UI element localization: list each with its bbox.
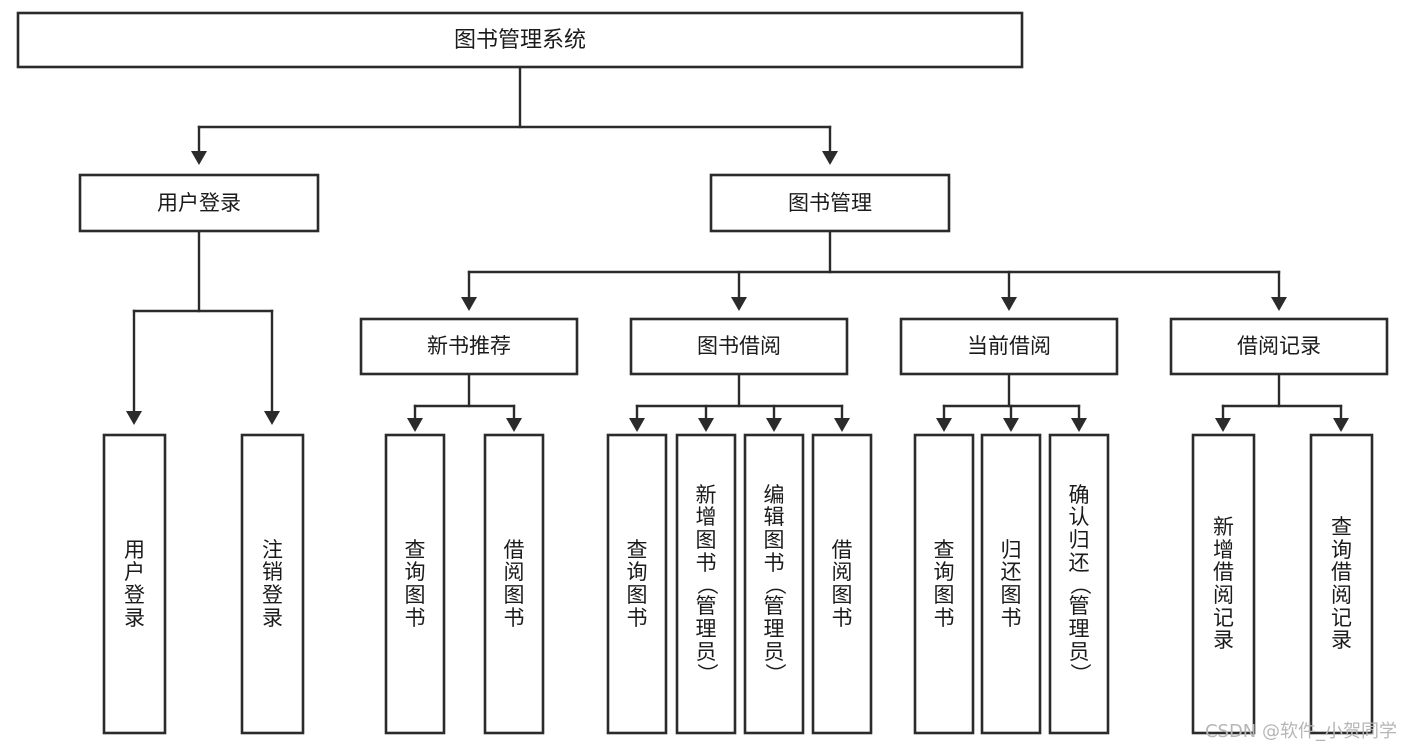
leaf-boxes	[102, 433, 1374, 735]
node-book-manage-label: 图书管理	[788, 191, 872, 215]
leaf-box-query-book-2[interactable]	[606, 433, 668, 735]
node-borrow-record[interactable]: 借阅记录	[1169, 317, 1389, 376]
connectors	[126, 65, 1349, 432]
leaf-box-edit-book[interactable]	[743, 433, 805, 735]
node-book-borrow-label: 图书借阅	[697, 334, 781, 358]
leaf-box-borrow-book-2[interactable]	[811, 433, 873, 735]
node-book-manage[interactable]: 图书管理	[709, 173, 951, 233]
node-borrow-record-label: 借阅记录	[1237, 334, 1321, 358]
leaf-box-query-book-3[interactable]	[913, 433, 975, 735]
node-root[interactable]: 图书管理系统	[16, 11, 1024, 69]
leaf-box-borrow-book-1[interactable]	[483, 433, 545, 735]
leaf-box-user-login[interactable]	[102, 433, 167, 735]
leaf-box-add-borrow-record[interactable]	[1191, 433, 1256, 735]
node-current-borrow[interactable]: 当前借阅	[899, 317, 1119, 376]
node-new-book-recommend-label: 新书推荐	[427, 334, 511, 358]
node-book-borrow[interactable]: 图书借阅	[629, 317, 849, 376]
leaf-box-return-book[interactable]	[980, 433, 1042, 735]
leaf-box-add-book[interactable]	[675, 433, 737, 735]
leaf-box-query-book-1[interactable]	[384, 433, 446, 735]
node-root-label: 图书管理系统	[454, 28, 586, 53]
node-new-book-recommend[interactable]: 新书推荐	[359, 317, 579, 376]
node-user-login-label: 用户登录	[157, 191, 241, 215]
leaf-box-query-borrow-record[interactable]	[1309, 433, 1374, 735]
node-user-login[interactable]: 用户登录	[78, 173, 320, 233]
leaf-box-logout[interactable]	[240, 433, 305, 735]
node-current-borrow-label: 当前借阅	[967, 334, 1051, 358]
leaf-box-confirm-return[interactable]	[1048, 433, 1110, 735]
